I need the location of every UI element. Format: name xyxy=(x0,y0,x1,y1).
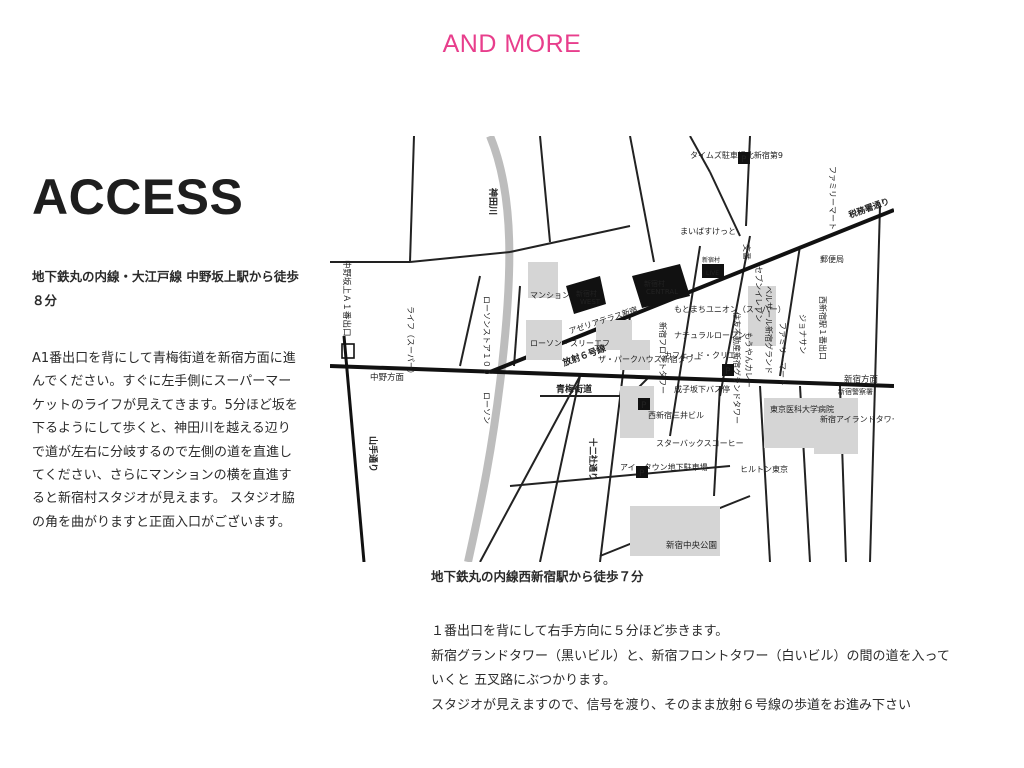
label-maibasu: まいばすけっと xyxy=(680,227,736,236)
label-juniso: 十二社通り xyxy=(587,438,598,481)
station-icon xyxy=(341,343,355,359)
label-familymart: ファミリーマート xyxy=(828,166,837,230)
label-mansion: マンション xyxy=(530,291,570,300)
label-chuo-park: 新宿中央公園 xyxy=(666,540,717,551)
label-motomachi: もとまちユニオン（スーパー） xyxy=(674,305,786,314)
label-west: WEST xyxy=(580,298,601,306)
nav-and-more-link[interactable]: AND MORE xyxy=(442,30,582,58)
label-starbucks: スターバックスコーヒー xyxy=(656,439,744,448)
access-map: 神田川 中野坂上Ａ１番出口 中野方面 山手通り ライフ（スーパー） ローソンスト… xyxy=(330,136,894,562)
label-shinjuku-dir: 新宿方面 xyxy=(844,374,879,385)
label-post: 郵便局 xyxy=(820,254,844,264)
label-front-tower: 新宿フロントタワー xyxy=(658,322,668,394)
label-lawson: ローソン xyxy=(482,392,491,424)
label-central: CENTRAL xyxy=(646,288,678,296)
shinjukumura-central-building xyxy=(632,264,690,308)
label-yamate: 山手通り xyxy=(367,436,379,472)
label-lawson3f: ローソン・スリーエフ xyxy=(530,339,610,348)
label-zeirimu: 税務署通り xyxy=(847,196,891,221)
label-tokyo-med: 東京医科大学病院 xyxy=(770,404,834,414)
label-seven: セブンイレブン xyxy=(754,266,764,322)
label-mitsui: 西新宿三井ビル xyxy=(648,410,704,420)
yamate-dori-road xyxy=(342,335,366,562)
label-curry: もうやんカレー xyxy=(744,332,753,388)
label-nishishinjuku: 西新宿駅１番出口 xyxy=(818,296,828,360)
oume-kaido-road xyxy=(330,364,894,388)
label-keisatsu: 新宿警察署 xyxy=(838,387,873,396)
shinjukumura-west-building xyxy=(566,276,606,314)
label-oume: 青梅街道 xyxy=(556,383,592,395)
label-narukozaka: 成子坂下バス停 xyxy=(674,384,730,394)
svg-text:P: P xyxy=(641,401,647,411)
label-island: 新宿アイランドタワー xyxy=(820,414,894,424)
label-times: タイムズ駐車場北新宿第9 xyxy=(690,150,783,160)
svg-text:P: P xyxy=(741,155,747,165)
east-route-line-3: スタジオが見えますので、信号を渡り、そのまま放射６号線の歩道をお進み下さい xyxy=(431,697,911,713)
parking-icons: P P P P xyxy=(636,152,750,479)
label-life: ライフ（スーパー） xyxy=(406,306,415,378)
label-itown: アイ・タウン地下駐車場 xyxy=(620,462,708,472)
building-blocks xyxy=(526,262,858,556)
label-shinjukumura-live: 新宿村 xyxy=(702,256,720,264)
label-kandagawa: 神田川 xyxy=(487,188,499,215)
east-route-line-1: １番出口を背にして右手方向に５分ほど歩きます。 xyxy=(431,624,729,639)
east-route-line-2: 新宿グランドタワー（黒いビル）と、新宿フロントタワー（白いビル）の間の道を入って… xyxy=(431,648,950,689)
page-title: ACCESS xyxy=(32,169,244,225)
west-route-heading: 地下鉄丸の内線・大江戸線 中野坂上駅から徒歩８分 xyxy=(32,269,299,308)
label-cafe: カフェ・ド・クリエ xyxy=(664,351,736,360)
svg-text:P: P xyxy=(639,469,645,479)
label-sumitomo: 住友不動産新宿グランドタワー xyxy=(732,312,742,424)
label-jonathan: ジョナサン xyxy=(798,314,807,354)
label-natural: ナチュラルローソン xyxy=(674,331,746,340)
west-route-description: A1番出口を背にして青梅街道を新宿方面に進んでください。すぐに左手側にスーパーマ… xyxy=(32,351,298,530)
label-lawson100: ローソンストア１００ xyxy=(482,296,491,376)
label-shinjukumura-west: 新宿村 xyxy=(576,289,597,298)
label-parkhouse: ザ・パークハウス新宿タワー xyxy=(598,354,702,364)
label-nakano-dir: 中野方面 xyxy=(370,372,405,383)
label-bellesalle: ベルサール新宿グランド xyxy=(764,286,774,374)
label-koban: 交番 xyxy=(742,244,752,260)
east-route-description: １番出口を背にして右手方向に５分ほど歩きます。 新宿グランドタワー（黒いビル）と… xyxy=(431,620,961,718)
label-nakano-sakaue: 中野坂上Ａ１番出口 xyxy=(341,260,352,337)
label-live: LIVE xyxy=(706,270,719,277)
svg-text:P: P xyxy=(725,367,731,377)
map-labels: 神田川 中野坂上Ａ１番出口 中野方面 山手通り ライフ（スーパー） ローソンスト… xyxy=(341,150,894,551)
label-hilton: ヒルトン東京 xyxy=(740,464,788,474)
label-famima2: ファミリーマート xyxy=(778,322,787,386)
label-shinjukumura-central: 新宿村 xyxy=(644,279,665,288)
shinjukumura-live-building xyxy=(702,264,724,278)
east-route-heading: 地下鉄丸の内線西新宿駅から徒歩７分 xyxy=(431,569,644,584)
